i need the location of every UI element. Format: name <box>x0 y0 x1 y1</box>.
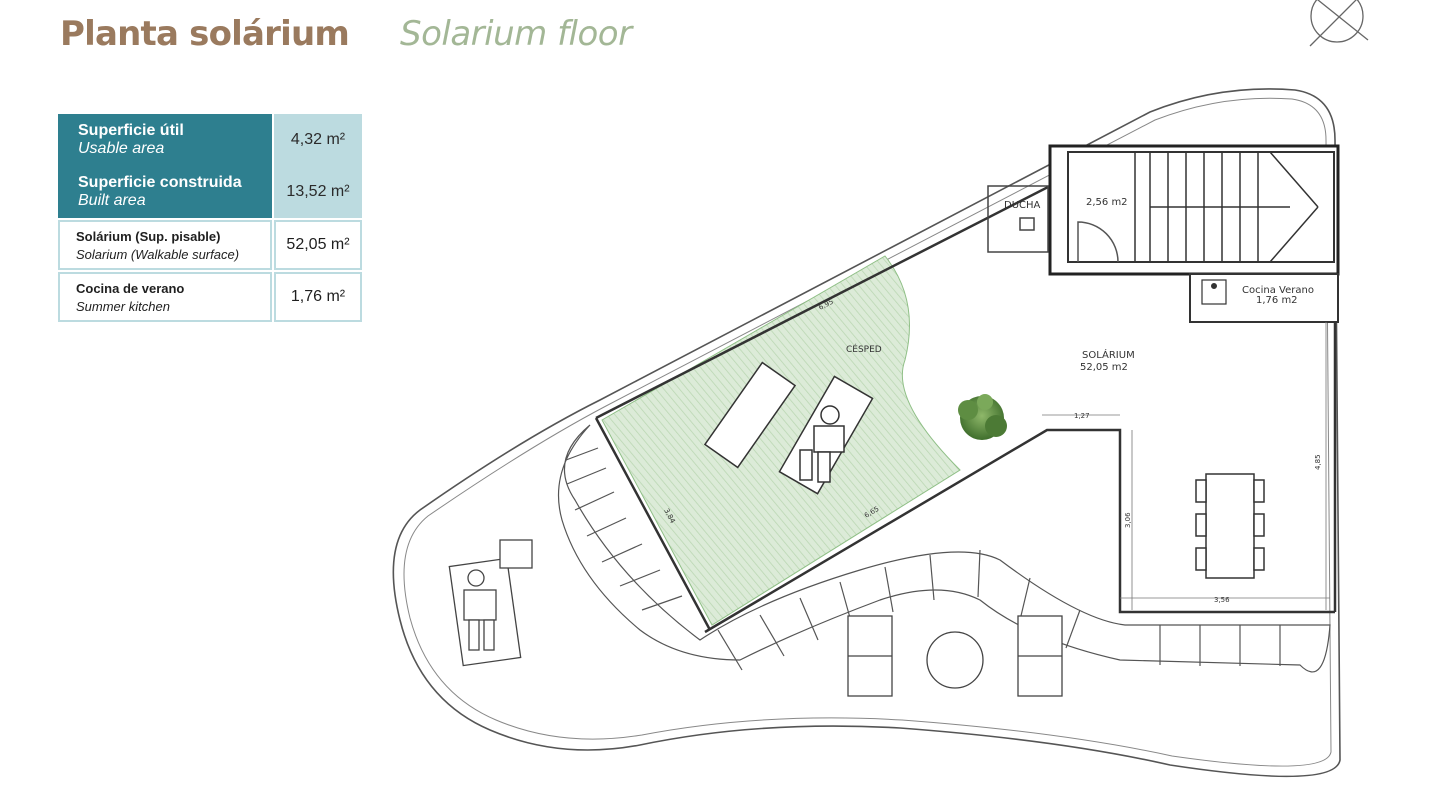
area-value: 13,52 m² <box>274 166 362 218</box>
dining-table-icon <box>1195 473 1265 579</box>
area-value: 4,32 m² <box>274 114 362 166</box>
area-row-kitchen: Cocina de verano Summer kitchen 1,76 m² <box>58 272 362 322</box>
summer-kitchen <box>1189 273 1339 323</box>
cesped-label: CÉSPED <box>846 343 882 355</box>
area-table: Superficie útil Usable area 4,32 m² Supe… <box>58 114 362 322</box>
area-row-usable: Superficie útil Usable area 4,32 m² <box>58 114 362 166</box>
cocina-area-label: 1,76 m2 <box>1256 295 1298 306</box>
area-row-solarium: Solárium (Sup. pisable) Solarium (Walkab… <box>58 220 362 270</box>
area-label: Cocina de verano Summer kitchen <box>58 272 272 322</box>
lounge-chairs <box>847 615 1063 697</box>
dimension-label: 3,06 <box>1124 512 1132 528</box>
area-value: 1,76 m² <box>274 272 362 322</box>
area-label-en: Built area <box>78 192 146 209</box>
dimension-label: 4,85 <box>1314 454 1322 470</box>
solarium-label: SOLÁRIUM <box>1082 348 1135 361</box>
solarium-walls <box>594 184 1337 634</box>
planter-segments <box>557 424 1331 673</box>
area-label-es: Superficie construida <box>78 174 242 191</box>
stairs <box>1067 151 1335 263</box>
dimension-label: 1,27 <box>1074 412 1090 420</box>
area-label-es: Solárium (Sup. pisable) <box>76 228 221 244</box>
shower <box>987 185 1049 253</box>
area-label-en: Solarium (Walkable surface) <box>76 246 240 262</box>
tree-icon <box>958 394 1007 440</box>
area-label: Solárium (Sup. pisable) Solarium (Walkab… <box>58 220 272 270</box>
compass-icon <box>1309 0 1369 47</box>
page-title: Planta solárium <box>60 14 350 54</box>
area-value: 52,05 m² <box>274 220 362 270</box>
area-label-en: Usable area <box>78 140 165 157</box>
side-table <box>499 539 533 569</box>
page-subtitle: Solarium floor <box>400 14 632 54</box>
area-row-built: Superficie construida Built area 13,52 m… <box>58 166 362 218</box>
area-label-es: Superficie útil <box>78 122 184 139</box>
area-label: Superficie útil Usable area <box>58 114 272 166</box>
area-label-es: Cocina de verano <box>76 280 185 296</box>
sunbed-icon <box>448 557 522 667</box>
dimension-lines <box>1042 322 1330 610</box>
dimension-label: 3,56 <box>1214 596 1230 604</box>
lawn-area <box>601 255 961 626</box>
stair-block <box>1048 144 1340 276</box>
stair-area-label: 2,56 m2 <box>1086 197 1128 208</box>
solarium-area-label: 52,05 m2 <box>1080 362 1128 373</box>
area-label: Superficie construida Built area <box>58 166 272 218</box>
ducha-label: DUCHA <box>1004 200 1041 211</box>
area-label-en: Summer kitchen <box>76 298 170 314</box>
cocina-label: Cocina Verano <box>1242 285 1314 296</box>
lawn-sunbeds <box>703 361 874 495</box>
